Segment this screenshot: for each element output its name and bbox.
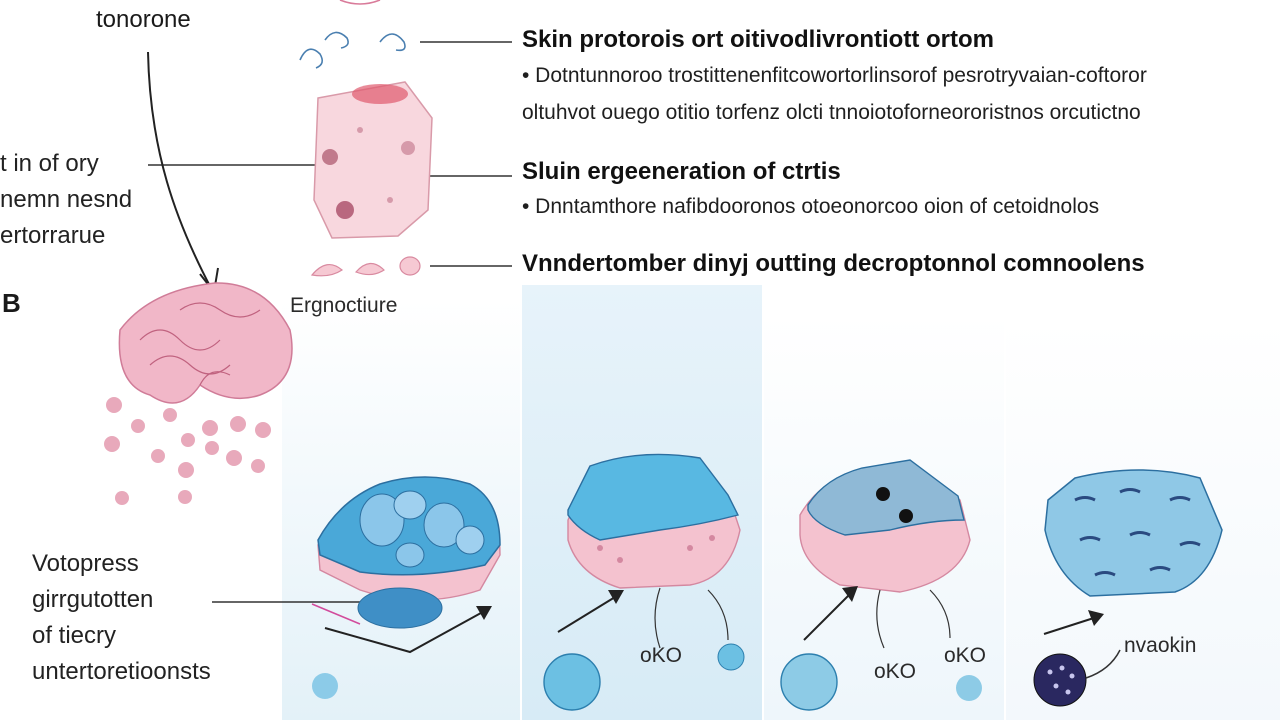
left-label-line-2: nemn nesnd <box>0 186 133 213</box>
fiber-label-3: oKO <box>944 644 987 667</box>
left-label-line-3: ertorrarue <box>0 222 106 249</box>
cell-dot <box>322 149 338 165</box>
bottom-left-label-line-1: Votopress <box>32 550 139 577</box>
heading-1: Skin protorois ort oitivodlivrontiott or… <box>522 26 994 53</box>
heading-3: Vnndertomber dinyj outting decroptonnol … <box>522 250 1145 277</box>
top-label: tonorone <box>96 6 191 33</box>
pink-cells <box>104 397 271 505</box>
blue-cell-large-3 <box>780 653 838 711</box>
navy-cell <box>1033 653 1087 707</box>
skin-block-red <box>352 84 408 104</box>
panel-letter: B <box>2 288 21 318</box>
fiber-label-1: oKO <box>640 644 683 667</box>
heading-2: Sluin ergeeneration of ctrtis <box>522 158 841 185</box>
bullet-2-line-1: • Dnntamthore nafibdooronos otoeonorcoo … <box>522 195 1100 218</box>
blue-sheet-4 <box>1044 469 1223 597</box>
right-label: nvaokin <box>1124 634 1197 657</box>
left-label-line-1: t in of ory <box>0 150 99 177</box>
skin-block <box>313 81 433 239</box>
blue-cell-small-3 <box>956 675 982 701</box>
bullet-1-line-1: • Dotntunnoroo trostittenenfitcowortorli… <box>522 64 1147 87</box>
bottom-left-label-line-3: of tiecry <box>32 622 117 649</box>
main-arrow <box>147 51 213 291</box>
bullet-1-line-2: oltuhvot ouego otitio torfenz olcti tnno… <box>522 101 1141 124</box>
blue-tissue-3 <box>799 459 971 593</box>
top-squiggles <box>299 0 406 69</box>
blue-small-cell <box>312 673 338 699</box>
blue-tissue-2 <box>567 453 741 589</box>
bottom-left-label-line-4: untertoretioonsts <box>32 658 211 685</box>
blue-cell-large-1 <box>543 653 601 711</box>
panel1-arrow <box>324 607 491 654</box>
bottom-left-label-line-2: girrgutotten <box>32 586 154 613</box>
pink-tissue-mass <box>118 282 293 404</box>
fiber-label-2: oKO <box>874 660 917 683</box>
small-label: Ergnoctiure <box>290 294 398 317</box>
pink-fragments <box>310 256 421 277</box>
blue-cell-small-2 <box>717 643 745 671</box>
blue-tissue-1 <box>317 476 501 629</box>
